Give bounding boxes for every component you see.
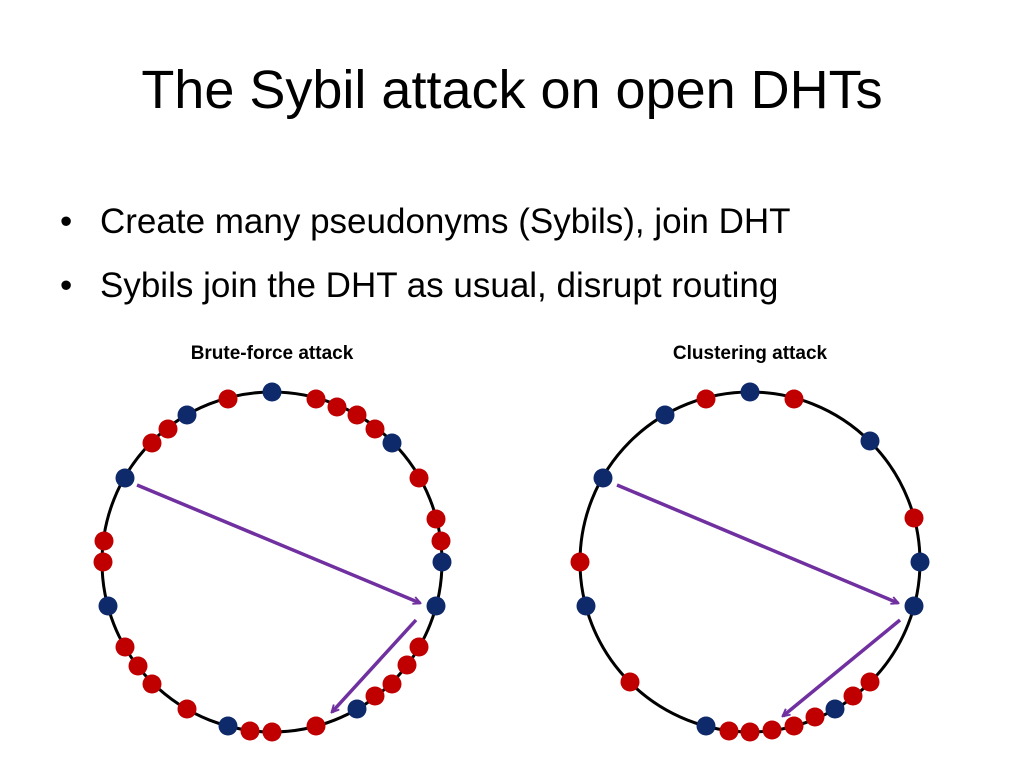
routing-arrow [783,618,902,716]
sybil-node [115,637,135,657]
sybil-node [142,433,162,453]
honest-node [825,699,845,719]
sybil-node [262,722,282,742]
honest-node [426,596,446,616]
sybil-node [306,389,326,409]
sybil-node [382,674,402,694]
clustering-label: Clustering attack [672,343,828,364]
sybil-node [365,686,385,706]
honest-node [432,552,452,572]
sybil-node [762,720,782,740]
honest-node [262,382,282,402]
sybil-node [570,552,590,572]
sybil-node [128,656,148,676]
sybil-node [719,721,739,741]
honest-node [904,596,924,616]
sybil-node [218,389,238,409]
bullet-dot-icon: • [60,266,73,305]
sybil-node [620,672,640,692]
honest-node [910,552,930,572]
honest-node [740,382,760,402]
honest-node [593,468,613,488]
sybil-node [93,552,113,572]
honest-node [98,596,118,616]
sybil-node [240,721,260,741]
sybil-node [347,405,367,425]
sybil-node [740,722,760,742]
sybil-node [409,468,429,488]
sybil-node [784,389,804,409]
sybil-node [397,655,417,675]
sybil-node [860,672,880,692]
brute-force-ring [93,382,452,742]
honest-node [347,699,367,719]
bullet-item: • Create many pseudonyms (Sybils), join … [56,190,791,254]
bullet-text: Sybils join the DHT as usual, disrupt ro… [100,266,779,305]
sybil-node [843,686,863,706]
sybil-node [696,389,716,409]
sybil-node [904,508,924,528]
honest-node [655,405,675,425]
sybil-node [142,674,162,694]
sybil-node [784,716,804,736]
honest-node [115,468,135,488]
bullet-dot-icon: • [60,202,73,241]
routing-arrow [616,483,898,603]
sybil-node [431,531,451,551]
honest-node [860,431,880,451]
honest-node [218,716,238,736]
sybil-node [158,419,178,439]
sybil-node [306,716,326,736]
sybil-node [409,637,429,657]
clustering-ring [570,382,930,742]
sybil-node [177,699,197,719]
routing-arrow [332,618,418,712]
bullet-item: • Sybils join the DHT as usual, disrupt … [56,254,791,318]
bullet-list: • Create many pseudonyms (Sybils), join … [56,190,791,318]
sybil-node [426,509,446,529]
sybil-node [805,707,825,727]
sybil-node [327,397,347,417]
honest-node [576,596,596,616]
honest-node [696,716,716,736]
honest-node [382,433,402,453]
sybil-node [94,531,114,551]
routing-arrow [136,483,420,603]
slide-title: The Sybil attack on open DHTs [141,60,883,120]
sybil-node [365,419,385,439]
brute-force-label: Brute-force attack [190,343,354,364]
honest-node [177,405,197,425]
bullet-text: Create many pseudonyms (Sybils), join DH… [100,202,791,241]
